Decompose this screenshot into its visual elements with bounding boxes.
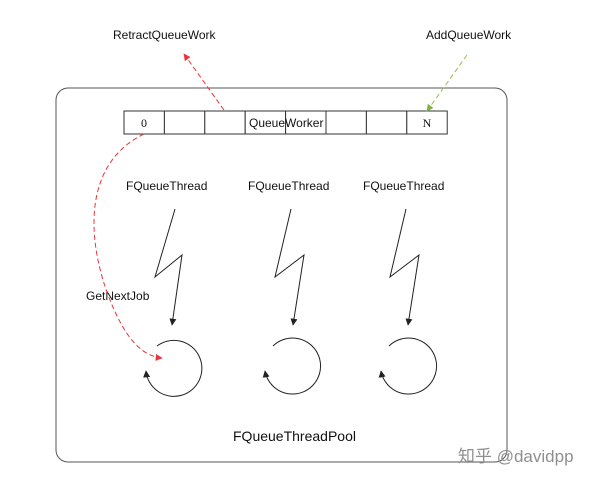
- queue-slot: [325, 110, 367, 135]
- loop-cycle-icon: [143, 339, 203, 397]
- retract-arrow: [183, 53, 225, 111]
- add-queue-work-label: AddQueueWork: [426, 28, 512, 42]
- loop-cycle-icon: [378, 337, 438, 395]
- watermark: 知乎 @davidpp: [458, 447, 574, 466]
- lightning-icon: [274, 208, 305, 326]
- queue-thread-label: FQueueThread: [126, 179, 207, 193]
- loop-cycle-icon: [262, 337, 322, 395]
- lightning-icon: [154, 208, 183, 326]
- queue-thread-3: FQueueThread: [363, 179, 444, 395]
- queue-thread-1: FQueueThread: [126, 179, 207, 397]
- queue-thread-2: FQueueThread: [248, 179, 329, 395]
- lightning-icon: [389, 208, 420, 326]
- queue-thread-label: FQueueThread: [363, 179, 444, 193]
- pool-title: FQueueThreadPool: [233, 428, 356, 444]
- queue-worker-array: 0 N QueueWorker: [123, 110, 448, 135]
- queue-thread-label: FQueueThread: [248, 179, 329, 193]
- queue-slot: [204, 110, 246, 135]
- thread-pool-container: [55, 87, 508, 463]
- get-next-job-label: GetNextJob: [86, 289, 150, 303]
- retract-queue-work-label: RetractQueueWork: [113, 28, 216, 42]
- queue-slot: [365, 110, 408, 135]
- queue-last-index: N: [423, 116, 432, 130]
- get-next-job-arrow: [93, 133, 163, 361]
- queue-slot: [163, 110, 206, 135]
- queue-worker-label: QueueWorker: [249, 116, 323, 130]
- queue-first-index: 0: [141, 116, 147, 130]
- add-arrow: [426, 54, 468, 112]
